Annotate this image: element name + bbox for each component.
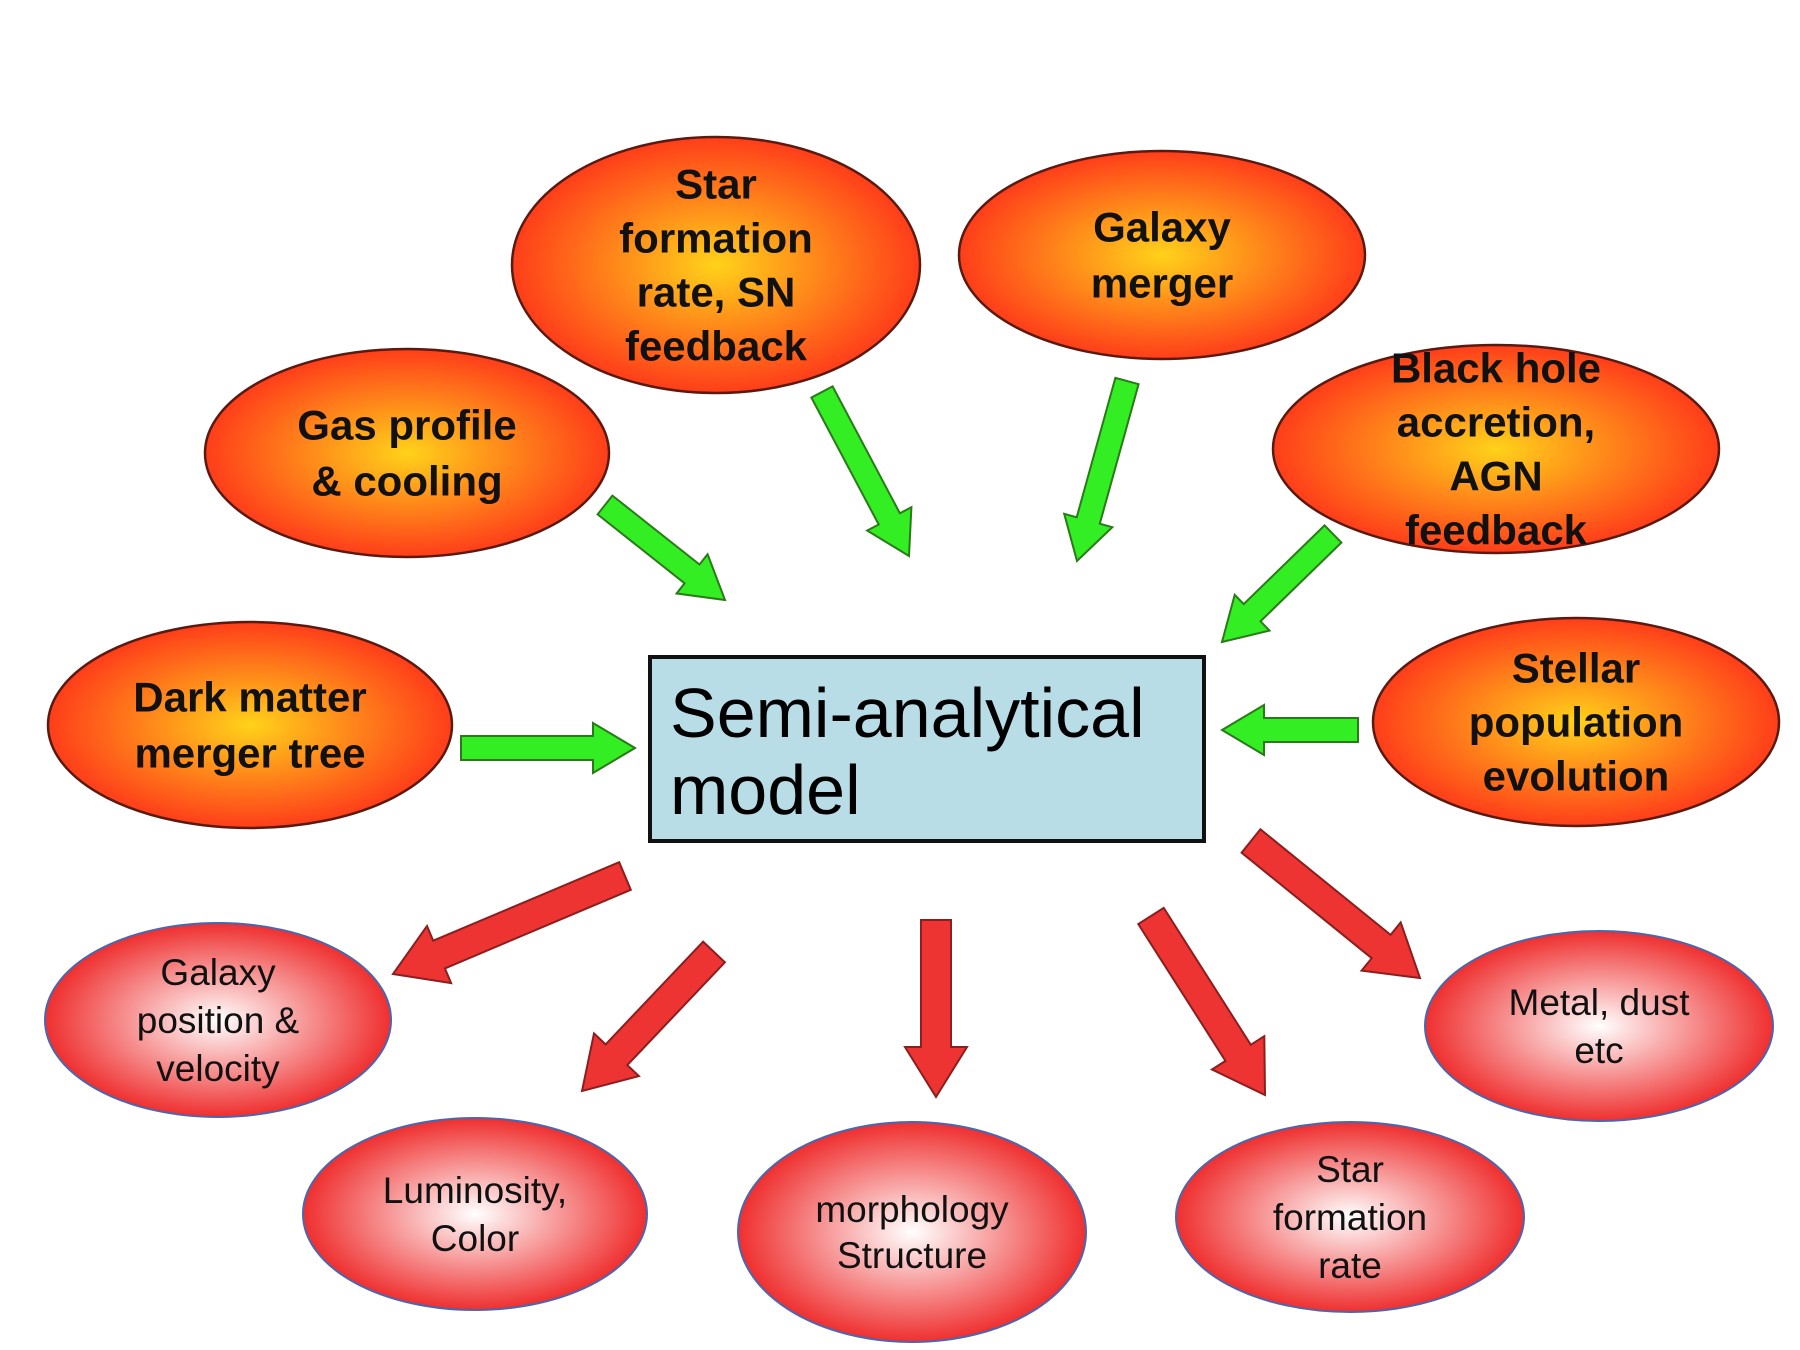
input-node-stellar-population-evolution: Stellar population evolution	[1371, 616, 1781, 828]
output-label-line: morphology	[815, 1189, 1009, 1230]
output-node-luminosity-color: Luminosity, Color	[302, 1117, 648, 1311]
input-ellipse	[1271, 343, 1721, 555]
output-arrow-morphology-structure	[903, 919, 969, 1099]
input-label: Galaxy merger	[1091, 204, 1233, 307]
output-node-galaxy-position-velocity: Galaxy position & velocity	[44, 922, 392, 1118]
input-node-gas-profile-cooling: Gas profile & cooling	[203, 347, 611, 559]
input-label-line: accretion,	[1397, 399, 1595, 446]
input-label-line: feedback	[625, 323, 808, 370]
output-ellipse	[44, 922, 392, 1118]
output-node-metal-dust: Metal, dust etc	[1424, 930, 1774, 1122]
output-ellipse	[737, 1121, 1087, 1343]
output-label-line: formation	[1273, 1197, 1427, 1238]
input-node-star-formation-sn-feedback: Star formation rate, SN feedback	[510, 135, 922, 395]
output-label-line: rate	[1318, 1245, 1382, 1286]
output-arrow-metal-dust	[1240, 827, 1422, 980]
input-node-black-hole-agn-feedback: Black hole accretion, AGN feedback	[1271, 343, 1721, 555]
input-label-line: Galaxy	[1093, 204, 1231, 251]
output-label: Star formation rate	[1273, 1149, 1427, 1286]
input-label-line: rate, SN	[637, 269, 796, 316]
output-node-star-formation-rate: Star formation rate	[1175, 1121, 1525, 1313]
output-label: Galaxy position & velocity	[137, 952, 300, 1089]
output-label: Luminosity, Color	[383, 1170, 567, 1259]
output-arrow-luminosity-color	[580, 940, 727, 1093]
semi-analytical-model-box: Semi-analytical model	[648, 655, 1206, 843]
nodes-layer: Dark matter merger tree Gas profile & cooli…	[44, 135, 1781, 1343]
input-label: Black hole accretion, AGN feedback	[1391, 345, 1601, 554]
input-label-line: feedback	[1405, 507, 1588, 554]
input-label-line: Dark matter	[133, 674, 366, 721]
input-arrow-galaxy-merger	[1062, 376, 1140, 563]
input-label-line: & cooling	[311, 458, 502, 505]
input-label: Gas profile & cooling	[297, 402, 516, 505]
input-node-galaxy-merger: Galaxy merger	[957, 149, 1367, 361]
input-arrow-star-formation-sn-feedback	[810, 385, 913, 558]
input-label-line: merger	[1091, 260, 1233, 307]
output-ellipse	[302, 1117, 648, 1311]
input-label-line: evolution	[1483, 753, 1670, 800]
output-label: Metal, dust etc	[1509, 982, 1691, 1071]
output-label-line: Galaxy	[160, 952, 276, 993]
center-title-line-1: Semi-analytical	[670, 674, 1145, 752]
input-ellipse	[1371, 616, 1781, 828]
input-label-line: Star	[675, 161, 757, 208]
output-arrow-star-formation-rate	[1136, 906, 1267, 1097]
output-label-line: Star	[1316, 1149, 1384, 1190]
output-arrow-galaxy-position-velocity	[391, 860, 633, 985]
input-label-line: Stellar	[1512, 645, 1640, 692]
arrows-layer	[391, 376, 1422, 1099]
input-ellipse	[510, 135, 922, 395]
output-ellipse	[1175, 1121, 1525, 1313]
output-label-line: position &	[137, 1000, 300, 1041]
input-label-line: formation	[619, 215, 813, 262]
output-label-line: Luminosity,	[383, 1170, 567, 1211]
input-label-line: Gas profile	[297, 402, 516, 449]
output-label-line: Color	[431, 1218, 519, 1259]
input-label-line: Black hole	[1391, 345, 1601, 392]
output-label-line: velocity	[156, 1048, 280, 1089]
output-label-line: etc	[1574, 1030, 1623, 1071]
input-arrow-black-hole-agn-feedback	[1220, 523, 1343, 644]
input-arrow-gas-profile-cooling	[596, 494, 727, 602]
input-label: Star formation rate, SN feedback	[619, 161, 813, 370]
output-label-line: Structure	[837, 1235, 987, 1276]
input-node-dark-matter-merger-tree: Dark matter merger tree	[46, 620, 454, 830]
input-label-line: merger tree	[134, 730, 365, 777]
input-label-line: AGN	[1449, 453, 1542, 500]
input-label: Stellar population evolution	[1469, 645, 1684, 800]
input-ellipse	[46, 620, 454, 830]
input-ellipse	[957, 149, 1367, 361]
output-label-line: Metal, dust	[1509, 982, 1691, 1023]
input-arrow-stellar-population-evolution	[1220, 703, 1359, 757]
input-arrow-dark-matter-merger-tree	[460, 721, 637, 775]
input-ellipse	[203, 347, 611, 559]
input-label: Dark matter merger tree	[133, 674, 366, 777]
output-ellipse	[1424, 930, 1774, 1122]
center-title-line-2: model	[670, 751, 861, 829]
input-label-line: population	[1469, 699, 1684, 746]
